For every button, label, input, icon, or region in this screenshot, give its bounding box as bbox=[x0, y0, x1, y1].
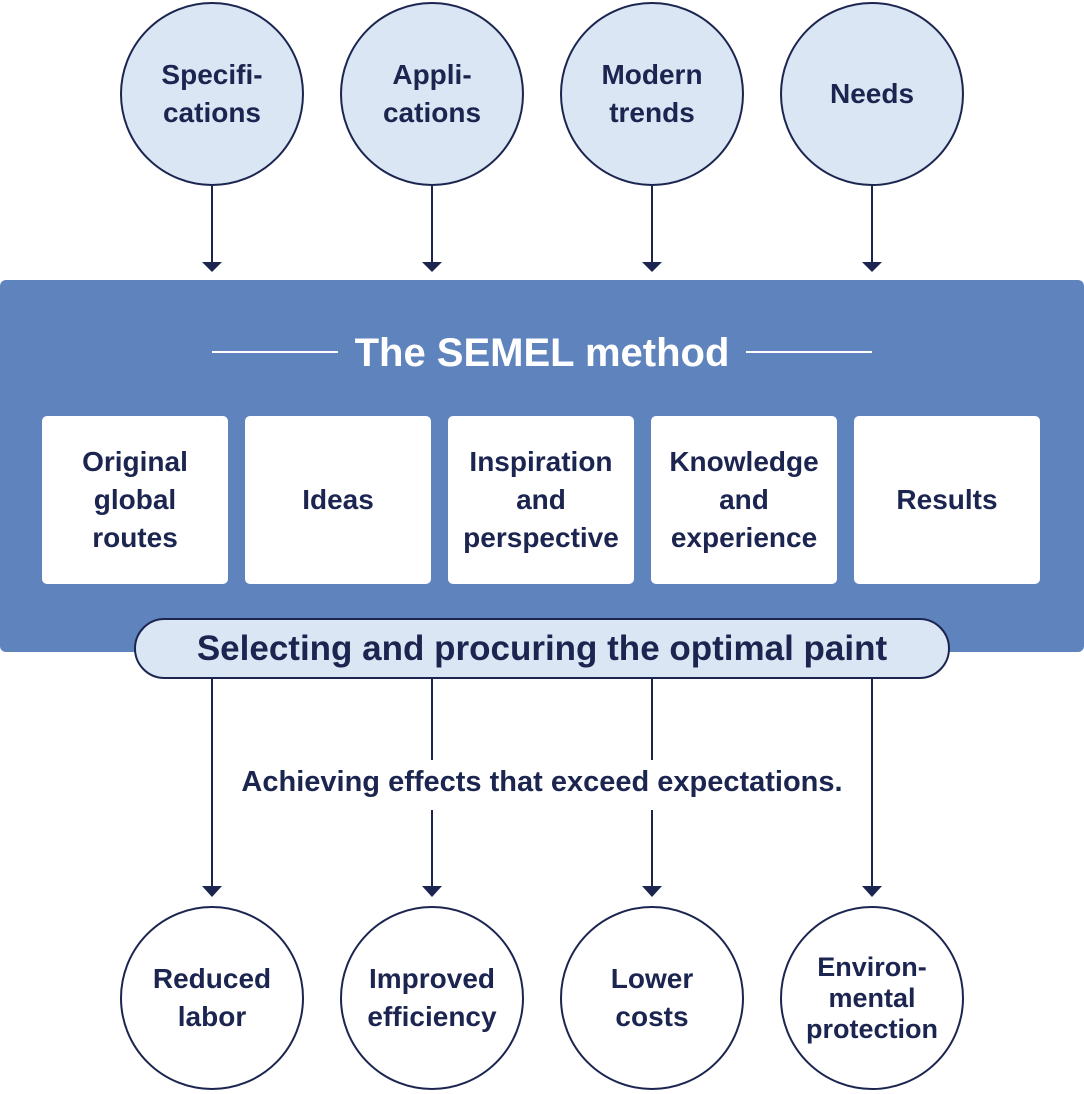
step-box-inspiration-and-perspective: Inspiration and perspective bbox=[448, 416, 634, 584]
step-box-label: Results bbox=[896, 484, 998, 515]
input-circle-label: Specifi- cations bbox=[161, 59, 263, 128]
outcome-circle-label: Reduced labor bbox=[152, 963, 272, 1032]
selecting-procuring-pill: Selecting and procuring the optimal pain… bbox=[134, 618, 950, 679]
outcome-arrows bbox=[202, 678, 882, 897]
input-circle-label: Modern trends bbox=[601, 59, 703, 128]
step-box-label: Inspiration and perspective bbox=[463, 446, 619, 553]
step-box-ideas: Ideas bbox=[245, 416, 431, 584]
outcome-circle-improved-efficiency: Improved efficiency bbox=[340, 906, 524, 1090]
input-circle-specifications: Specifi- cations bbox=[120, 2, 304, 186]
input-circle-modern-trends: Modern trends bbox=[560, 2, 744, 186]
outcome-circle-lower-costs: Lower costs bbox=[560, 906, 744, 1090]
outcome-circle-label: Environ- mental protection bbox=[806, 951, 938, 1044]
step-box-label: Knowledge and experience bbox=[669, 446, 819, 553]
step-box-original-global-routes: Original global routes bbox=[42, 416, 228, 584]
input-circle-label: Appli- cations bbox=[382, 59, 482, 128]
input-arrows bbox=[202, 186, 882, 272]
effects-caption: Achieving effects that exceed expectatio… bbox=[241, 766, 843, 798]
outcome-circle-reduced-labor: Reduced labor bbox=[120, 906, 304, 1090]
step-box-label: Ideas bbox=[302, 484, 374, 515]
title-rule-right bbox=[746, 351, 872, 353]
method-title: The SEMEL method bbox=[354, 331, 730, 375]
step-box-knowledge-and-experience: Knowledge and experience bbox=[651, 416, 837, 584]
outcome-circle-label: Lower costs bbox=[610, 963, 694, 1032]
step-box-results: Results bbox=[854, 416, 1040, 584]
selecting-procuring-label: Selecting and procuring the optimal pain… bbox=[196, 628, 888, 668]
input-circle-applications: Appli- cations bbox=[340, 2, 524, 186]
input-circle-label: Needs bbox=[829, 78, 915, 109]
input-circle-needs: Needs bbox=[780, 2, 964, 186]
step-box-label: Original global routes bbox=[82, 446, 188, 553]
title-rule-left bbox=[212, 351, 338, 353]
outcome-circle-label: Improved efficiency bbox=[367, 963, 497, 1032]
outcome-circle-environmental-protection: Environ- mental protection bbox=[780, 906, 964, 1090]
